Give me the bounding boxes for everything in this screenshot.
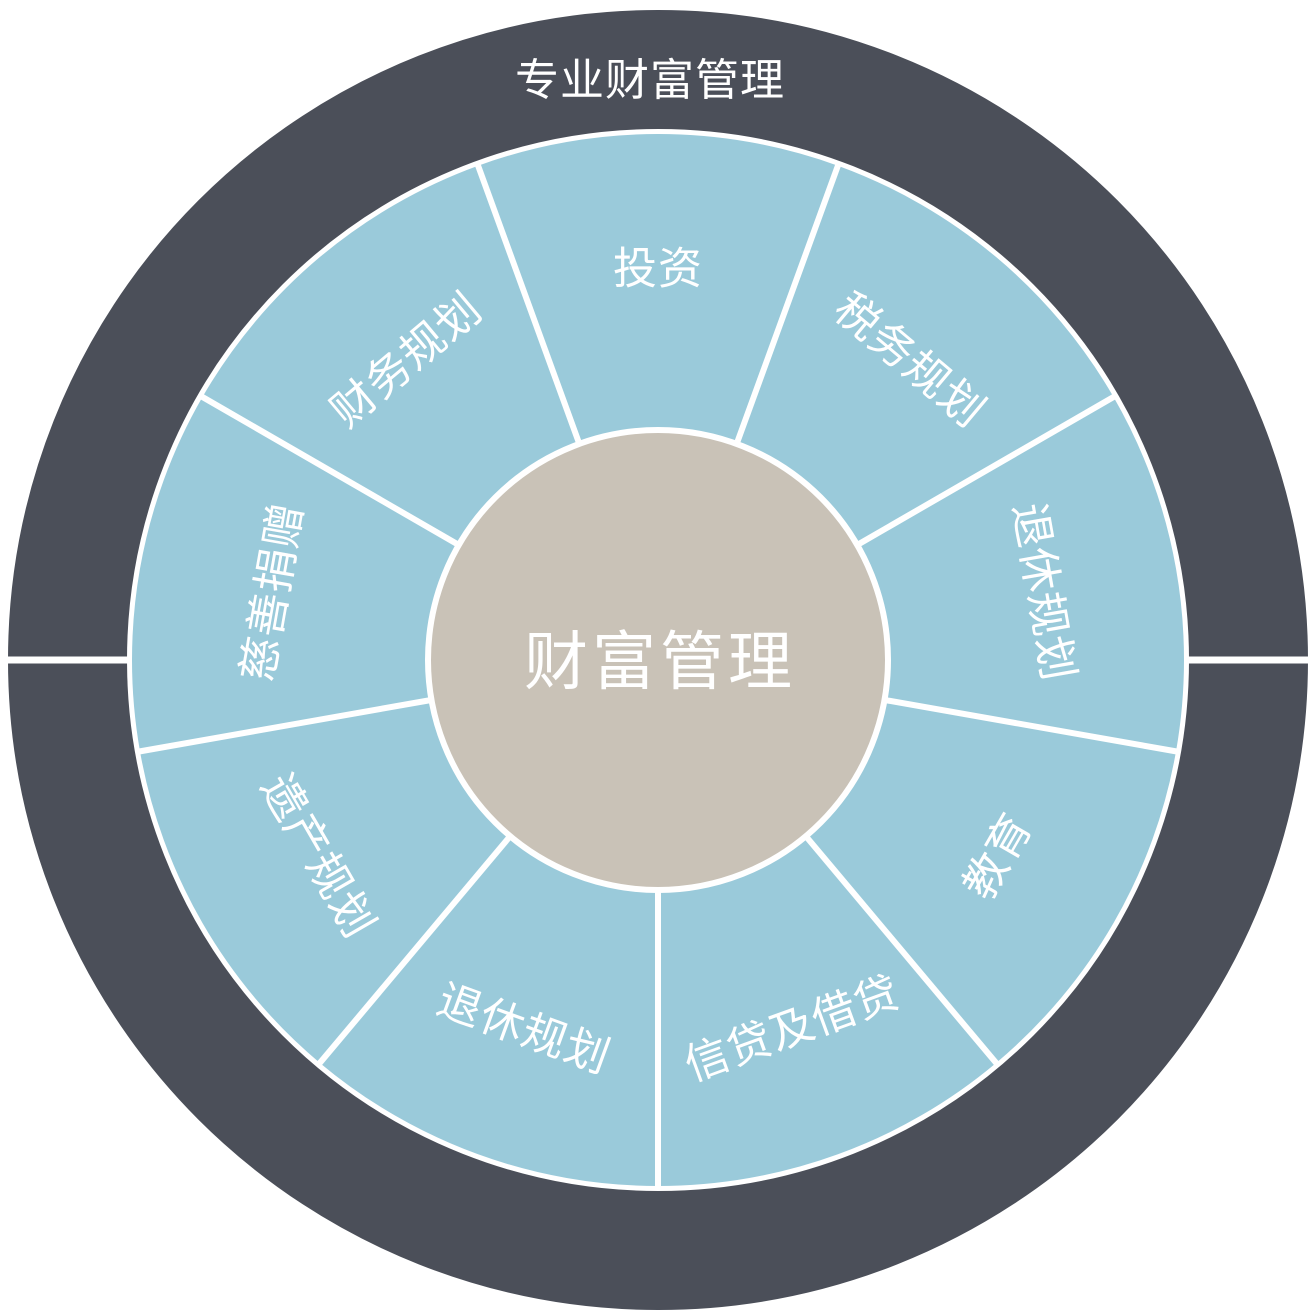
segment-遗产规划 — [139, 699, 511, 1063]
center-circle — [425, 427, 891, 893]
segment-divider — [880, 696, 1180, 755]
outer-ring-split-right — [1185, 656, 1316, 664]
segment-投资 — [478, 134, 838, 444]
segment-divider — [136, 696, 436, 755]
segment-label-投资: 投资 — [613, 243, 703, 294]
outer-ring-title: 专业财富管理 — [515, 55, 785, 106]
segment-慈善捐赠 — [132, 397, 459, 752]
segment-divider — [474, 161, 584, 449]
segment-divider — [198, 392, 464, 550]
segment-divider — [315, 831, 516, 1068]
segment-信贷及借贷 — [658, 836, 997, 1186]
segment-divider — [800, 831, 1001, 1068]
outer-ring-split-left — [0, 656, 131, 664]
segment-divider — [852, 392, 1118, 550]
segment-退休规划 — [857, 397, 1184, 752]
center-label: 财富管理 — [524, 626, 796, 700]
segment-divider — [732, 161, 842, 449]
segment-教育 — [805, 699, 1177, 1063]
segment-退休规划 — [319, 836, 658, 1186]
